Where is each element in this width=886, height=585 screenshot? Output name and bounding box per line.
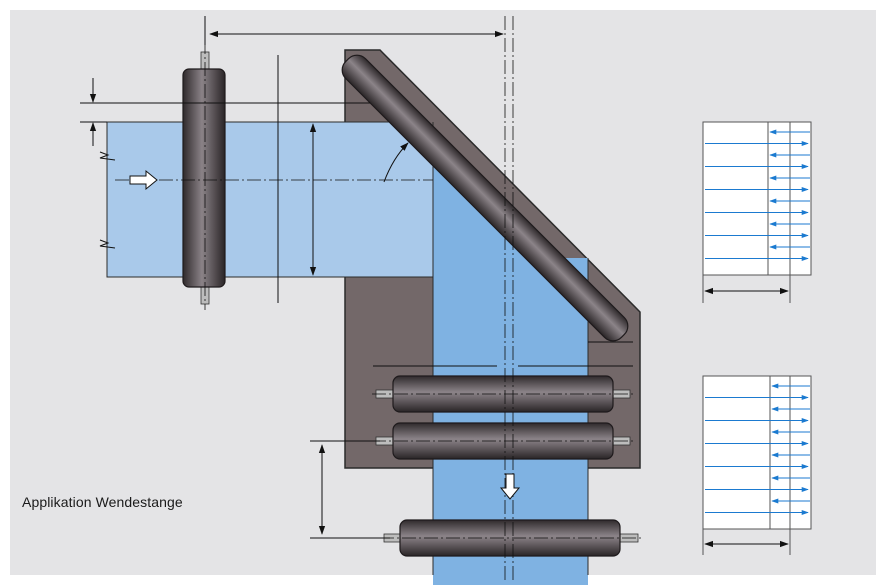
hollow-arrow-down-icon	[499, 473, 521, 500]
dimension-lines	[80, 16, 633, 539]
incoming-web	[106, 121, 434, 278]
break-line-top	[99, 151, 116, 161]
tension-profile-bottom	[702, 375, 812, 555]
tension-profile-top	[702, 121, 812, 303]
diagonal-turn-bar	[341, 54, 629, 342]
horizontal-roller-1	[375, 375, 631, 413]
hollow-arrow-right-icon	[129, 169, 158, 191]
horizontal-roller-2	[375, 422, 631, 460]
vertical-roller-left	[182, 51, 226, 305]
caption-label: Applikation Wendestange	[22, 494, 183, 510]
horizontal-roller-3	[383, 519, 639, 557]
break-line-bottom	[99, 239, 116, 249]
center-lines	[115, 16, 644, 580]
